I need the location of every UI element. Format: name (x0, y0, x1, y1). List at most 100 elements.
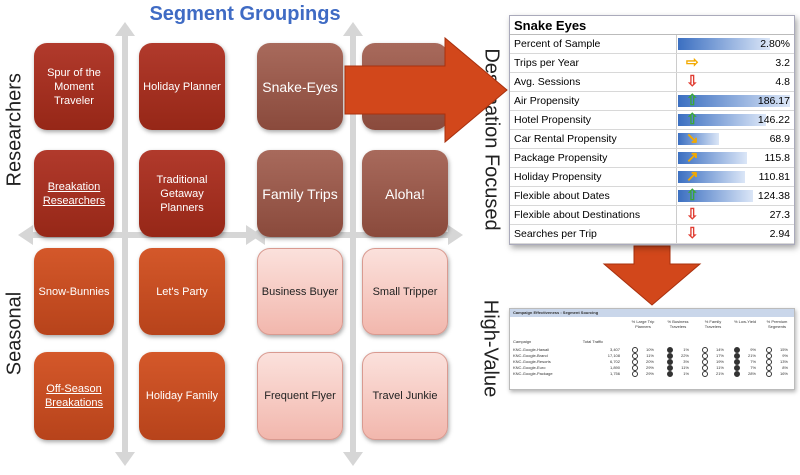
harvey-ball-icon (632, 371, 638, 377)
axis-arrowhead (448, 225, 463, 245)
segment-tile-label: Snake-Eyes (262, 78, 338, 95)
stats-row-indicator (676, 35, 770, 53)
stats-row: Air Propensity⇧186.17 (510, 92, 794, 111)
axis-arrowhead (343, 452, 363, 466)
segment-tile[interactable]: Family Trips (257, 150, 343, 237)
mini-table-cell: 10% (645, 347, 654, 352)
mini-table-cell: 11% (646, 353, 654, 358)
harvey-ball-icon (667, 365, 673, 371)
value-bar (678, 38, 770, 50)
mini-table-cell: 9% (782, 353, 788, 358)
segment-tile[interactable]: Holiday Family (139, 352, 225, 440)
campaign-name: KNC-Google-Brand (513, 353, 548, 358)
segment-tile[interactable]: Traditional Getaway Planners (139, 150, 225, 237)
segment-tile[interactable]: Travel Junkie (362, 352, 448, 440)
stats-title: Snake Eyes (510, 16, 794, 35)
harvey-ball-icon (667, 347, 673, 353)
stats-row-value: 2.94 (769, 228, 790, 240)
total-traffic: 1,756 (609, 371, 620, 376)
mini-table-cell: 11% (681, 365, 689, 370)
axis-label-researchers: Researchers (3, 73, 26, 187)
mini-table-cell: 13% (779, 359, 788, 364)
stats-row: Holiday Propensity↗110.81 (510, 168, 794, 187)
down-arrow-icon: ⇩ (686, 206, 699, 223)
value-bar (678, 152, 748, 164)
stats-row-label: Trips per Year (514, 57, 579, 69)
harvey-ball-icon (632, 365, 638, 371)
stats-row: Package Propensity↗115.8 (510, 149, 794, 168)
segment-tile-label: Small Tripper (372, 285, 438, 298)
segment-tile[interactable]: Off-Season Breakations (34, 352, 114, 440)
axis-label-destination-focused: Destination Focused (480, 48, 503, 231)
stats-row: Trips per Year⇨3.2 (510, 54, 794, 73)
segment-tile[interactable]: Holiday Planner (139, 43, 225, 130)
stats-row-indicator: ⇧ (676, 92, 790, 110)
campaign-name: KNC-Google-Euro (513, 365, 546, 370)
up-arrow-icon: ⇧ (686, 187, 699, 204)
total-traffic: 6,702 (609, 359, 620, 364)
segment-tile[interactable]: Frequent Flyer (257, 352, 343, 440)
stats-row-value: 110.81 (758, 171, 790, 183)
segment-tile-label: Frequent Flyer (264, 390, 336, 402)
mini-table-row: KNC-Google-Euro 1,890 29% 11% 11% 7% 8% (510, 365, 794, 371)
stats-row-indicator: ↘ (676, 130, 734, 148)
harvey-ball-icon (702, 359, 708, 365)
campaign-name: KNC-Google-Resorts (513, 359, 551, 364)
segment-tile[interactable]: Snow-Bunnies (34, 248, 114, 335)
harvey-ball-icon (632, 353, 638, 359)
stats-row-label: Hotel Propensity (514, 114, 592, 126)
segment-tile[interactable]: Business Buyer (257, 248, 343, 335)
mini-table-cell: 29% (645, 365, 654, 370)
stats-row: Avg. Sessions⇩4.8 (510, 73, 794, 92)
segment-tile[interactable]: Aloha! (362, 150, 448, 237)
down-arrow-icon: ⇩ (686, 225, 699, 242)
stats-row-label: Percent of Sample (514, 38, 601, 50)
stats-row-value: 68.9 (769, 133, 790, 145)
mini-table-cell: 1% (683, 371, 689, 376)
segment-tile[interactable]: Spur of the Moment Traveler (34, 43, 114, 130)
stats-row-indicator: ⇩ (676, 225, 734, 243)
segment-tile[interactable]: Snake-Eyes (257, 43, 343, 130)
harvey-ball-icon (702, 353, 708, 359)
segment-tile[interactable] (362, 43, 448, 130)
total-traffic: 1,890 (609, 365, 620, 370)
axis-arrowhead (343, 22, 363, 36)
down-arrow-icon: ⇩ (686, 73, 699, 90)
mini-table-cell: 11% (716, 365, 724, 370)
stats-row-indicator: ⇨ (676, 54, 734, 72)
value-bar (678, 190, 754, 202)
mini-table-cell: 8% (782, 365, 788, 370)
stats-row-indicator: ⇧ (676, 187, 754, 205)
axis-label-seasonal: Seasonal (3, 291, 26, 376)
segment-tile-label: Snow-Bunnies (38, 285, 110, 298)
value-bar (678, 114, 767, 126)
harvey-ball-icon (702, 371, 708, 377)
mini-table-header-cell: % Business Travelers (667, 319, 689, 329)
stats-row-label: Searches per Trip (514, 228, 597, 240)
stats-row: Flexible about Destinations⇩27.3 (510, 206, 794, 225)
axis-arrowhead (115, 22, 135, 36)
harvey-ball-icon (632, 359, 638, 365)
segment-tile-label: Off-Season Breakations (44, 383, 104, 409)
stats-row: Hotel Propensity⇧146.22 (510, 111, 794, 130)
up-right-arrow-icon: ↗ (686, 149, 699, 166)
harvey-ball-icon (734, 353, 740, 359)
campaign-name: KNC-Google-Hawaii (513, 347, 550, 352)
segment-tile-label: Family Trips (262, 185, 338, 202)
harvey-ball-icon (702, 365, 708, 371)
segment-tile-label: Business Buyer (261, 285, 339, 298)
value-bar (678, 171, 746, 183)
mini-table-cell: 29% (645, 371, 654, 376)
stats-row-value: 124.38 (757, 190, 790, 202)
segment-tile[interactable]: Breakation Researchers (34, 150, 114, 237)
harvey-ball-icon (734, 371, 740, 377)
segment-tile[interactable]: Let's Party (139, 248, 225, 335)
harvey-ball-icon (766, 359, 772, 365)
segment-tile[interactable]: Small Tripper (362, 248, 448, 335)
mini-table-cell: 7% (750, 365, 756, 370)
axis-horizontal (262, 232, 452, 238)
